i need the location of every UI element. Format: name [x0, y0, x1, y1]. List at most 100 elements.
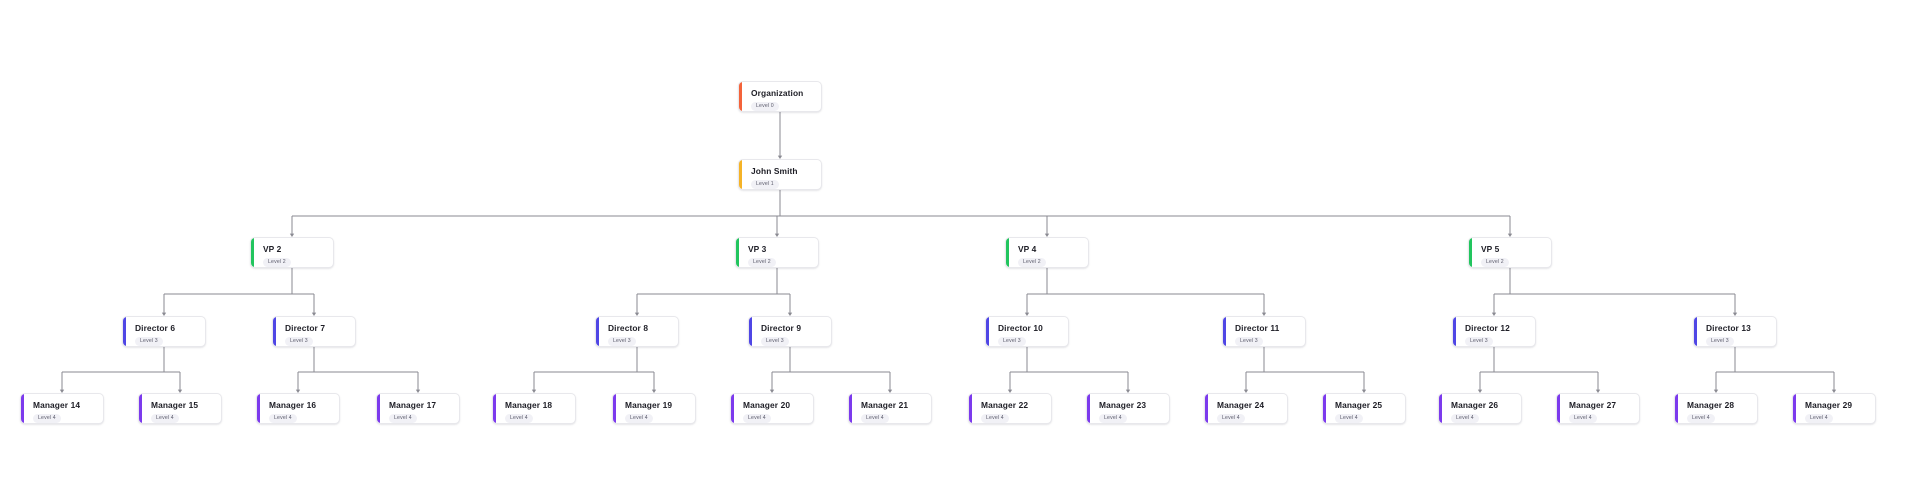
node-level-badge: Level 3 — [285, 336, 313, 346]
node-level-badge: Level 3 — [998, 336, 1026, 346]
node-title: Manager 26 — [1451, 400, 1499, 410]
org-node[interactable]: Manager 25 Level 4 — [1322, 393, 1406, 424]
node-title: VP 5 — [1481, 244, 1500, 254]
org-node[interactable]: Manager 29 Level 4 — [1792, 393, 1876, 424]
node-title: Manager 22 — [981, 400, 1029, 410]
org-node[interactable]: Manager 18 Level 4 — [492, 393, 576, 424]
org-node[interactable]: Director 11 Level 3 — [1222, 316, 1306, 347]
node-level-badge: Level 4 — [743, 413, 771, 423]
node-accent-bar — [1694, 317, 1697, 346]
node-accent-bar — [736, 238, 739, 267]
node-title: Manager 24 — [1217, 400, 1265, 410]
node-accent-bar — [273, 317, 276, 346]
node-title: Manager 15 — [151, 400, 199, 410]
node-title: Manager 18 — [505, 400, 553, 410]
node-body: Manager 25 Level 4 — [1326, 394, 1405, 423]
node-title: Director 8 — [608, 323, 649, 333]
node-accent-bar — [749, 317, 752, 346]
node-accent-bar — [1675, 394, 1678, 423]
org-node[interactable]: Director 8 Level 3 — [595, 316, 679, 347]
org-node[interactable]: Director 12 Level 3 — [1452, 316, 1536, 347]
node-accent-bar — [731, 394, 734, 423]
node-accent-bar — [251, 238, 254, 267]
node-level-badge: Level 4 — [505, 413, 533, 423]
node-title: Manager 17 — [389, 400, 437, 410]
node-level-badge: Level 4 — [1335, 413, 1363, 423]
node-level-badge: Level 4 — [1805, 413, 1833, 423]
node-level-badge: Level 4 — [861, 413, 889, 423]
node-body: Manager 18 Level 4 — [496, 394, 575, 423]
node-title: Director 12 — [1465, 323, 1510, 333]
node-title: VP 2 — [263, 244, 282, 254]
node-body: Director 12 Level 3 — [1456, 317, 1535, 346]
node-accent-bar — [739, 160, 742, 189]
node-title: VP 4 — [1018, 244, 1037, 254]
node-level-badge: Level 3 — [1465, 336, 1493, 346]
node-level-badge: Level 3 — [1235, 336, 1263, 346]
node-title: Manager 19 — [625, 400, 673, 410]
node-title: Manager 27 — [1569, 400, 1617, 410]
node-title: Director 11 — [1235, 323, 1280, 333]
node-title: Director 13 — [1706, 323, 1751, 333]
node-accent-bar — [1439, 394, 1442, 423]
node-accent-bar — [613, 394, 616, 423]
node-accent-bar — [1453, 317, 1456, 346]
node-title: Manager 14 — [33, 400, 81, 410]
node-title: Manager 29 — [1805, 400, 1853, 410]
node-level-badge: Level 4 — [1451, 413, 1479, 423]
node-accent-bar — [139, 394, 142, 423]
node-accent-bar — [257, 394, 260, 423]
node-accent-bar — [1323, 394, 1326, 423]
org-node[interactable]: Manager 26 Level 4 — [1438, 393, 1522, 424]
node-title: Manager 23 — [1099, 400, 1147, 410]
node-level-badge: Level 3 — [608, 336, 636, 346]
node-title: John Smith — [751, 166, 798, 176]
node-title: VP 3 — [748, 244, 767, 254]
node-body: Manager 26 Level 4 — [1442, 394, 1521, 423]
node-accent-bar — [1006, 238, 1009, 267]
node-accent-bar — [739, 82, 742, 111]
node-level-badge: Level 3 — [761, 336, 789, 346]
node-accent-bar — [849, 394, 852, 423]
node-title: Manager 25 — [1335, 400, 1383, 410]
